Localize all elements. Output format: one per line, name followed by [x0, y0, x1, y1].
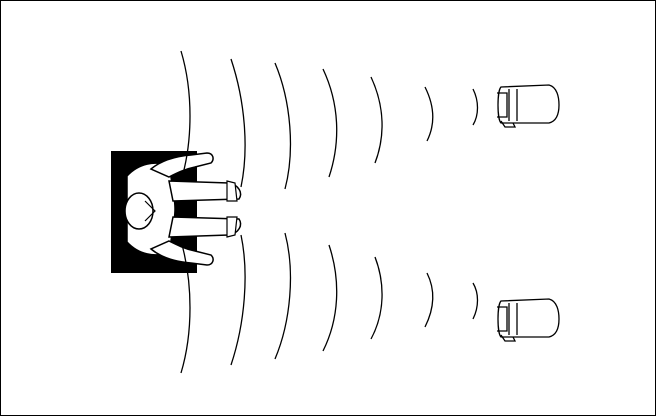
wave-bottom-4 — [322, 244, 338, 352]
wave-bottom-7 — [472, 282, 479, 320]
sound-wave-icon — [180, 232, 479, 374]
wave-top-4 — [322, 68, 338, 178]
speaker-icon — [497, 298, 560, 342]
wave-bottom-3 — [274, 232, 292, 360]
wave-top-2 — [230, 58, 246, 188]
wave-top-7 — [472, 88, 479, 126]
wave-top-3 — [274, 62, 292, 190]
seated-person-icon — [111, 151, 242, 273]
wave-top-1 — [180, 50, 191, 182]
upper-arm — [149, 152, 214, 178]
nose — [144, 200, 156, 222]
wave-bottom-2 — [230, 234, 246, 366]
speaker-icon — [497, 84, 560, 128]
head — [124, 192, 154, 230]
wave-bottom-5 — [370, 256, 383, 340]
sound-wave-icon — [180, 50, 479, 190]
lower-arm — [149, 240, 214, 266]
wave-top-6 — [424, 86, 434, 142]
wave-top-5 — [370, 76, 383, 164]
wave-bottom-1 — [180, 240, 191, 374]
wave-bottom-6 — [424, 272, 434, 328]
